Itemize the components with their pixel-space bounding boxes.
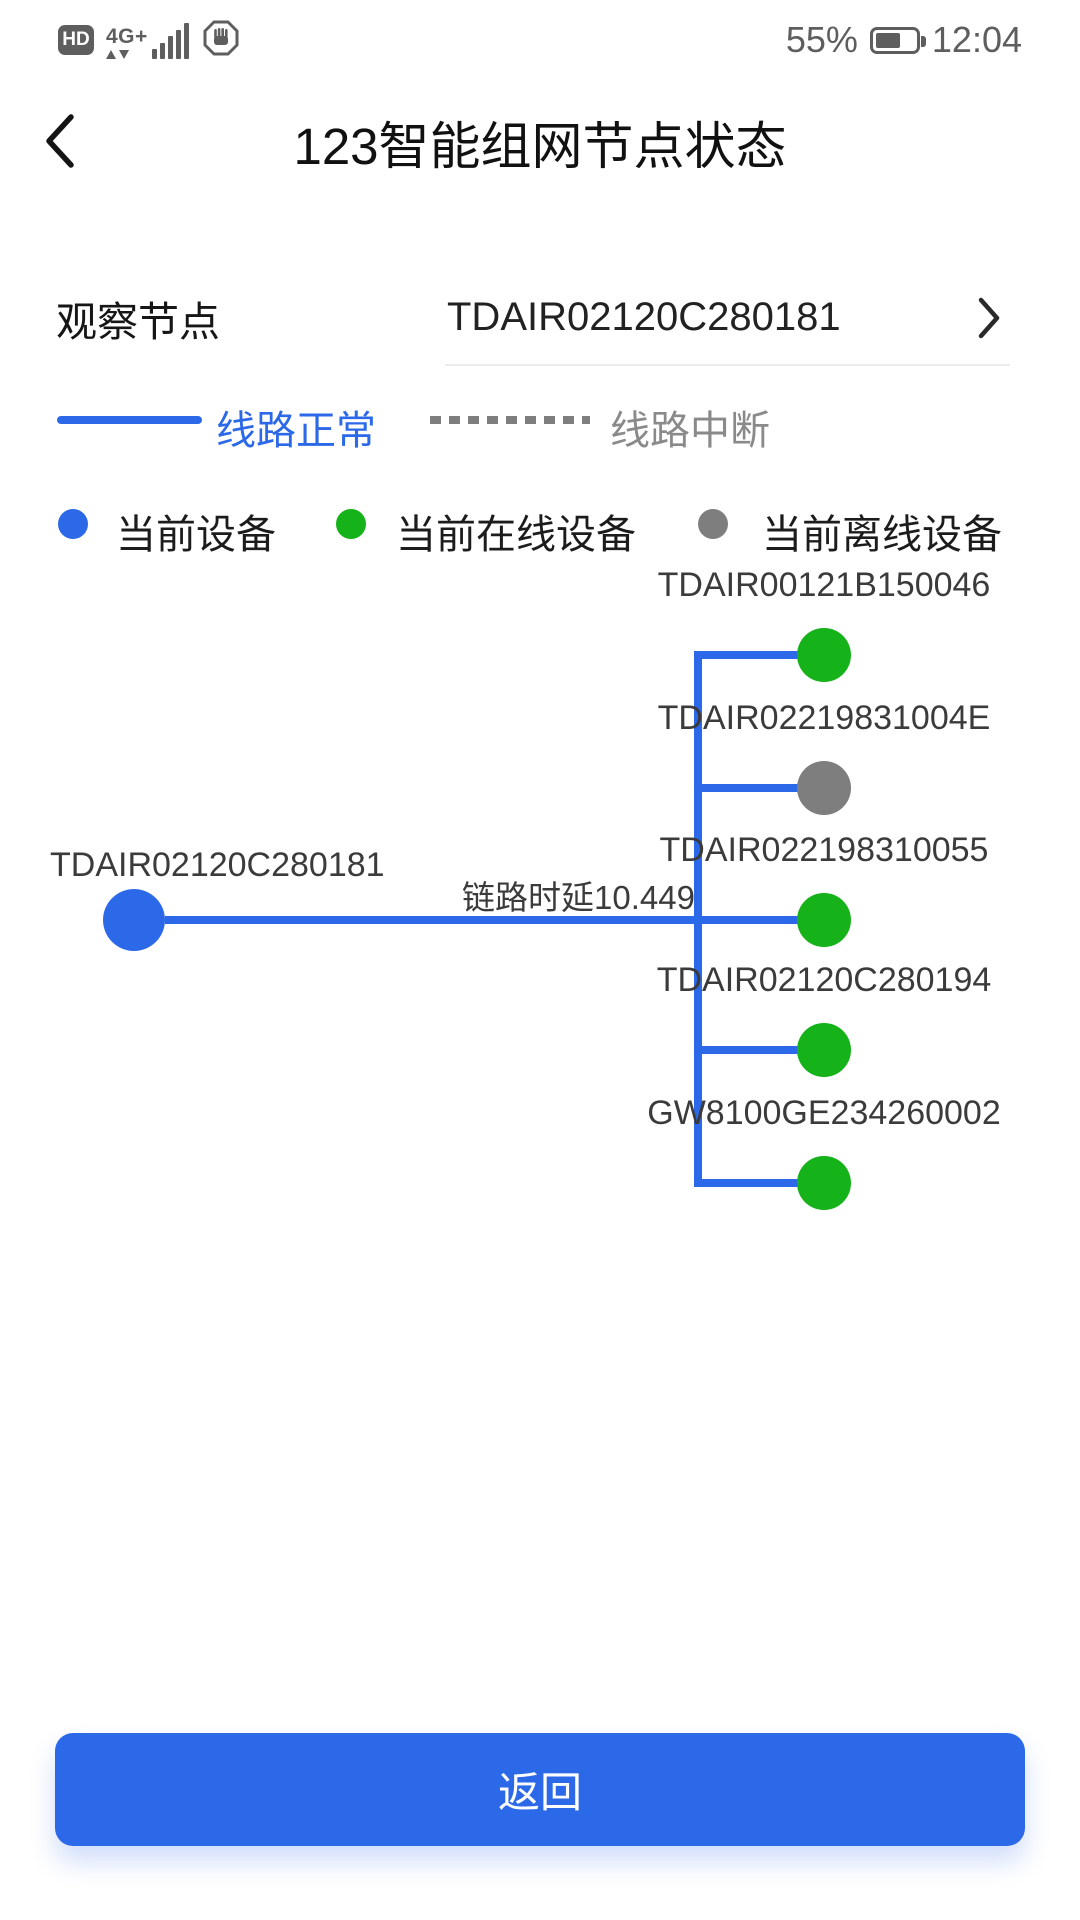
battery-nub xyxy=(920,35,926,47)
back-button[interactable] xyxy=(40,112,80,175)
current-device-label: 当前设备 xyxy=(116,513,276,557)
line-broken-label: 线路中断 xyxy=(610,409,770,453)
network-type-label: 4G+ xyxy=(106,25,148,48)
solid-line-swatch xyxy=(57,416,202,424)
online-device-dot-icon xyxy=(336,509,366,539)
offline-device-label: 当前离线设备 xyxy=(762,513,1002,557)
line-legend: 线路正常 线路中断 xyxy=(0,398,1080,453)
page-title: 123智能组网节点状态 xyxy=(293,118,787,175)
line-normal-label: 线路正常 xyxy=(216,409,376,453)
battery-fill xyxy=(875,32,901,48)
data-activity-icon xyxy=(106,50,129,59)
back-chevron-icon xyxy=(46,114,74,168)
status-bar-right: 55% 12:04 xyxy=(786,19,1022,61)
node-label-1: TDAIR00121B150046 xyxy=(657,566,991,604)
root-node-label: TDAIR02120C280181 xyxy=(50,846,385,884)
observe-node-label: 观察节点 xyxy=(56,299,220,345)
node-label-3: TDAIR022198310055 xyxy=(659,831,989,869)
hd-icon: HD xyxy=(58,25,94,55)
observe-node-row: 观察节点 TDAIR02120C280181 xyxy=(0,270,1080,366)
online-device-label: 当前在线设备 xyxy=(396,513,636,557)
current-device-dot-icon xyxy=(58,509,88,539)
node-dot-2 xyxy=(797,761,851,815)
status-bar: HD 4G+ xyxy=(0,14,1080,66)
signal-bars-icon xyxy=(151,23,189,59)
battery-icon xyxy=(869,26,926,54)
node-dot-1 xyxy=(797,628,851,682)
observe-node-value: TDAIR02120C280181 xyxy=(447,294,841,339)
cellular-signal-icon: 4G+ xyxy=(106,21,189,59)
observe-node-selector[interactable]: TDAIR02120C280181 xyxy=(445,270,1010,366)
do-not-disturb-icon xyxy=(201,18,241,63)
return-button[interactable]: 返回 xyxy=(55,1733,1025,1846)
link-latency-label: 链路时延10.449 xyxy=(462,879,695,916)
node-dot-4 xyxy=(797,1023,851,1077)
node-dot-5 xyxy=(797,1156,851,1210)
chevron-right-icon xyxy=(976,296,1002,345)
root-node-dot xyxy=(103,889,165,951)
offline-device-dot-icon xyxy=(698,509,728,539)
node-label-5: GW8100GE234260002 xyxy=(647,1094,1001,1132)
node-dot-3 xyxy=(797,893,851,947)
clock: 12:04 xyxy=(931,19,1022,60)
header: 123智能组网节点状态 xyxy=(0,96,1080,188)
battery-percent: 55% xyxy=(785,19,858,60)
network-type: 4G+ xyxy=(106,26,148,59)
device-legend: 当前设备 当前在线设备 当前离线设备 xyxy=(0,502,1080,557)
node-label-4: TDAIR02120C280194 xyxy=(656,961,992,999)
node-label-2: TDAIR02219831004E xyxy=(657,699,991,737)
status-bar-left: HD 4G+ xyxy=(58,18,241,63)
dashed-line-swatch xyxy=(430,416,590,424)
